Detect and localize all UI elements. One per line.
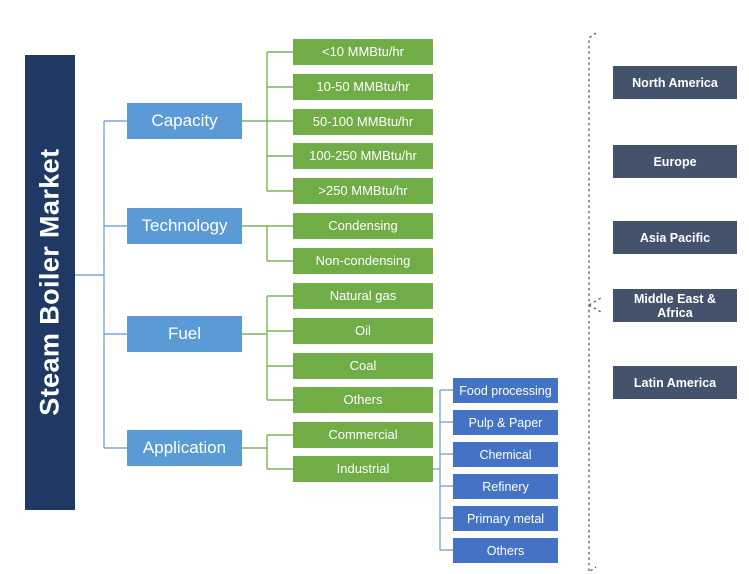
subsegment-industrial-item[interactable]: Pulp & Paper [453,410,558,435]
segment-application-industrial[interactable]: Industrial [293,456,433,482]
segment-label: >250 MMBtu/hr [318,182,408,198]
subsegment-industrial-item[interactable]: Others [453,538,558,563]
segment-label: 100-250 MMBtu/hr [309,147,417,163]
region-bracket [588,32,602,574]
category-capacity[interactable]: Capacity [127,103,242,139]
subsegment-label: Refinery [482,479,529,494]
segment-label: Oil [355,322,371,338]
segment-label: <10 MMBtu/hr [321,43,404,59]
fuel-connectors [242,295,293,401]
segment-capacity-item[interactable]: <10 MMBtu/hr [293,39,433,65]
subsegment-label: Pulp & Paper [468,415,543,430]
segment-capacity-item[interactable]: 10-50 MMBtu/hr [293,74,433,100]
category-technology[interactable]: Technology [127,208,242,244]
subsegment-industrial-item[interactable]: Food processing [453,378,558,403]
subsegment-label: Primary metal [466,511,545,526]
subsegment-label: Chemical [479,447,532,462]
region-label: Middle East & Africa [634,291,716,320]
application-connectors [242,434,293,470]
segment-application-item[interactable]: Commercial [293,422,433,448]
page-title: Steam Boiler Market [34,148,65,417]
category-fuel[interactable]: Fuel [127,316,242,352]
segment-label: Condensing [328,217,398,233]
segment-label: Others [343,391,383,407]
segment-capacity-item[interactable]: >250 MMBtu/hr [293,178,433,204]
segment-label: Industrial [336,460,390,476]
segment-label: 50-100 MMBtu/hr [312,113,414,129]
category-label: Capacity [151,111,218,131]
segment-capacity-item[interactable]: 100-250 MMBtu/hr [293,143,433,169]
subsegment-industrial-item[interactable]: Primary metal [453,506,558,531]
segment-label: Coal [349,357,377,373]
capacity-connectors [242,51,293,192]
region-north-america[interactable]: North America [613,66,737,99]
region-asia-pacific[interactable]: Asia Pacific [613,221,737,254]
segment-label: 10-50 MMBtu/hr [316,78,410,94]
region-middle-east-africa[interactable]: Middle East & Africa [613,289,737,322]
root-connectors [75,120,127,449]
region-label: Europe [653,154,697,169]
category-label: Technology [141,216,228,236]
subsegment-label: Others [486,543,525,558]
subsegment-industrial-item[interactable]: Chemical [453,442,558,467]
region-latin-america[interactable]: Latin America [613,366,737,399]
category-label: Application [142,438,227,458]
region-label: Asia Pacific [639,230,711,245]
segment-label: Commercial [328,426,398,442]
segment-fuel-item[interactable]: Natural gas [293,283,433,309]
segment-capacity-item[interactable]: 50-100 MMBtu/hr [293,109,433,135]
subsegment-industrial-item[interactable]: Refinery [453,474,558,499]
segment-fuel-item[interactable]: Others [293,387,433,413]
region-europe[interactable]: Europe [613,145,737,178]
segment-label: Natural gas [329,287,397,303]
segment-fuel-item[interactable]: Coal [293,353,433,379]
region-label: Latin America [633,375,717,390]
category-label: Fuel [167,324,202,344]
root-title-bar: Steam Boiler Market [25,55,75,510]
segment-label: Non-condensing [315,252,411,268]
subsegment-label: Food processing [459,383,552,398]
segment-fuel-item[interactable]: Oil [293,318,433,344]
category-application[interactable]: Application [127,430,242,466]
industrial-subconnectors [433,389,453,551]
region-label: North America [632,75,718,90]
segment-technology-item[interactable]: Condensing [293,213,433,239]
technology-connectors [242,225,293,262]
segment-technology-item[interactable]: Non-condensing [293,248,433,274]
